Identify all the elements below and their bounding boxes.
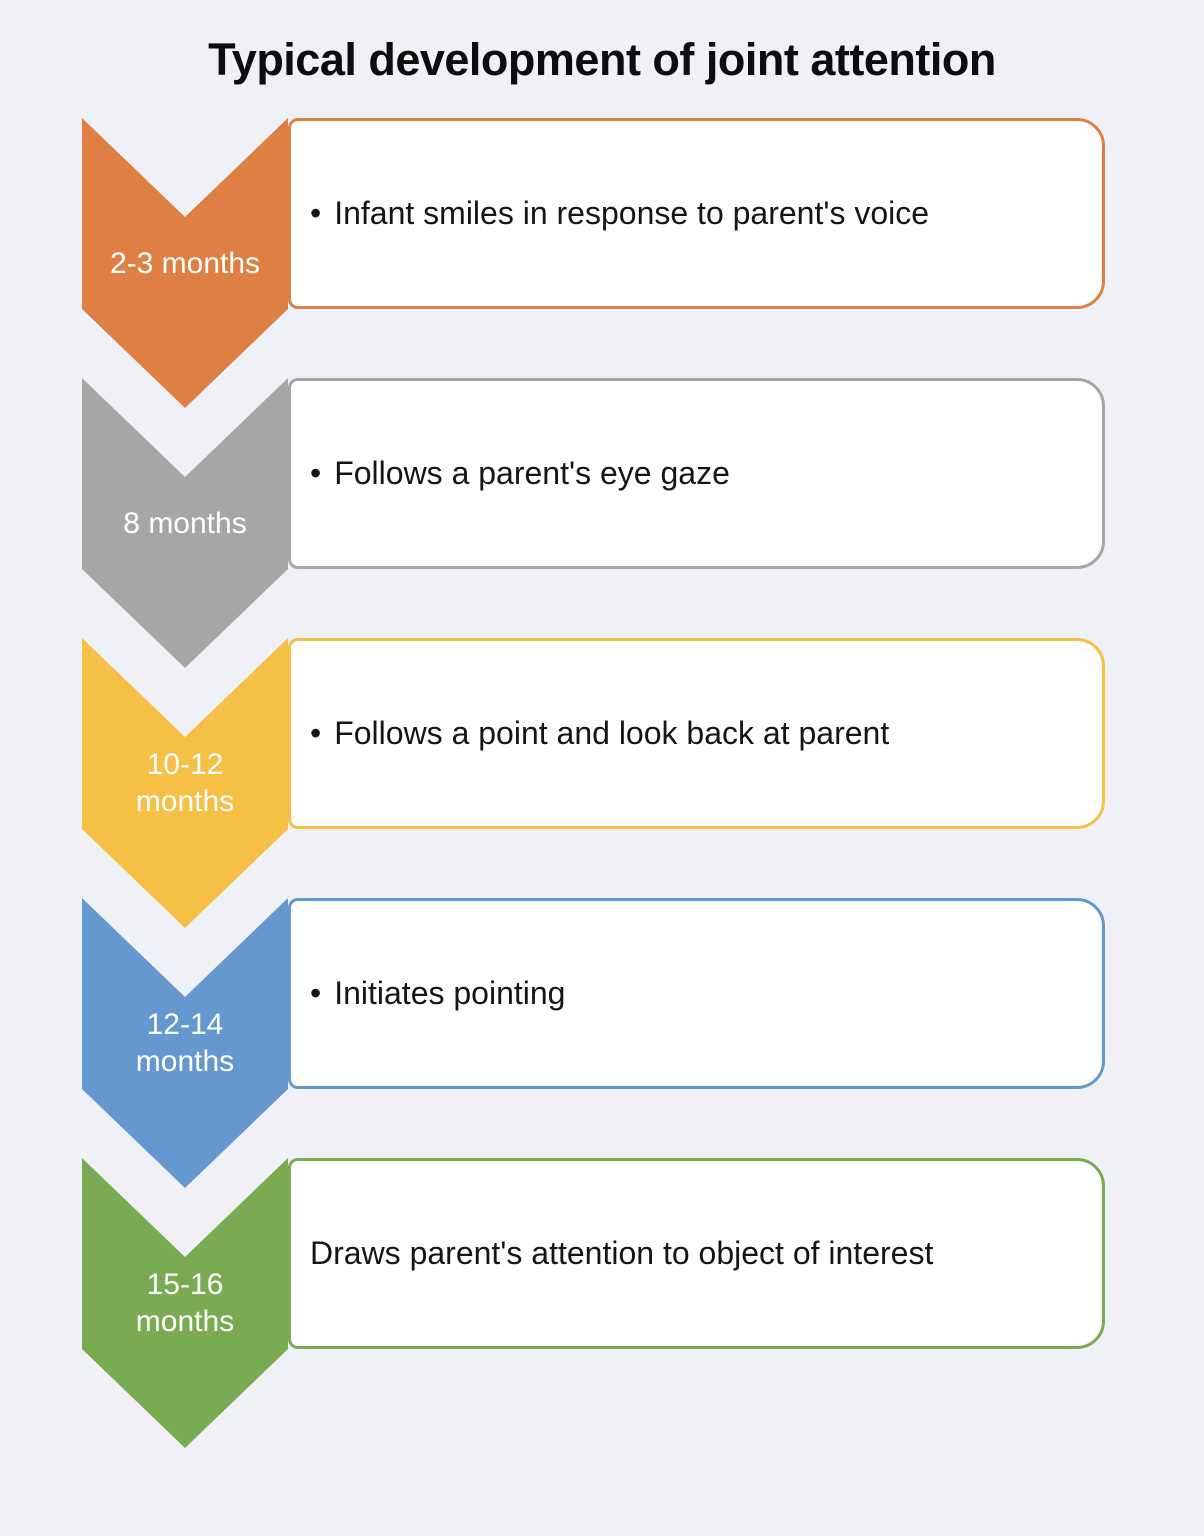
chevron-arrow-icon [82,378,288,668]
bullet-marker: • [310,195,322,231]
timeline-row-1: • Infant smiles in response to parent's … [0,118,1204,408]
milestone-box-2: • Follows a parent's eye gaze [288,378,1105,569]
milestone-text: Follows a point and look back at parent [334,715,890,751]
milestone-box-5: Draws parent's attention to object of in… [288,1158,1105,1349]
milestone-text: Draws parent's attention to object of in… [310,1235,934,1271]
milestone-box-3: • Follows a point and look back at paren… [288,638,1105,829]
timeline-row-4: • Initiates pointing 12-14 months [0,898,1204,1188]
timeline-row-5: Draws parent's attention to object of in… [0,1158,1204,1448]
diagram-title: Typical development of joint attention [208,34,996,85]
chevron-shape [82,1158,288,1448]
timeline-row-2: • Follows a parent's eye gaze 8 months [0,378,1204,668]
bullet-marker: • [310,455,322,491]
chevron-shape [82,638,288,928]
milestone-text: Infant smiles in response to parent's vo… [334,195,930,231]
timeline-row-3: • Follows a point and look back at paren… [0,638,1204,928]
chevron-shape [82,118,288,408]
milestone-text: Follows a parent's eye gaze [334,455,730,491]
milestone-box-1: • Infant smiles in response to parent's … [288,118,1105,309]
chevron-shape [82,898,288,1188]
chevron-arrow-icon [82,1158,288,1448]
chevron-shape [82,378,288,668]
bullet-marker: • [310,715,322,751]
bullet-marker: • [310,975,322,1011]
chevron-arrow-icon [82,898,288,1188]
milestone-box-4: • Initiates pointing [288,898,1105,1089]
chevron-arrow-icon [82,118,288,408]
chevron-arrow-icon [82,638,288,928]
milestone-text: Initiates pointing [334,975,566,1011]
